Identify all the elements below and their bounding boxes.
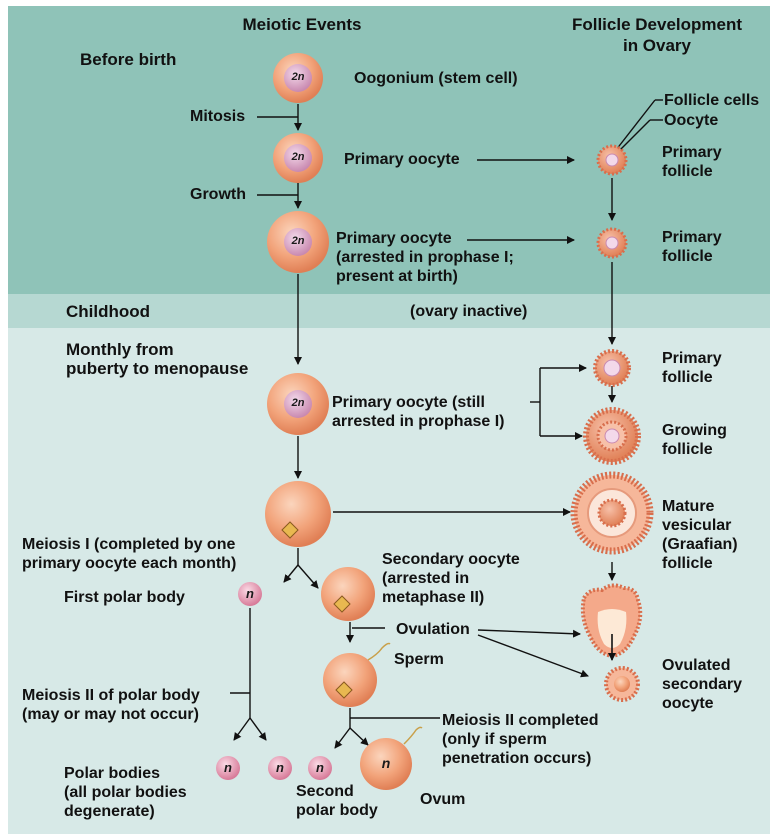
meiosis-two-polar-label: Meiosis II of polar body (may or may not… [22, 687, 200, 723]
primary-follicle-1 [596, 144, 628, 176]
section-before-birth: Before birth [80, 50, 177, 69]
polar-body-cell-1 [216, 756, 240, 780]
primary-follicle-3 [593, 349, 631, 387]
sperm-label: Sperm [394, 651, 444, 668]
section-monthly: Monthly from puberty to menopause [66, 340, 249, 378]
primary-oocyte-cell [273, 133, 323, 183]
oogonium-cell [273, 53, 323, 103]
primary-oocyte-arrested-cell [267, 211, 329, 273]
mitosis-label: Mitosis [190, 108, 246, 125]
first-polar-body-label: First polar body [64, 589, 185, 606]
second-polar-body-label: Second polar body [296, 783, 378, 819]
growing-follicle [583, 407, 641, 465]
primary-oocyte-still-arrested-cell [267, 373, 329, 435]
primary-oocyte-still-label: Primary oocyte (still arrested in propha… [332, 394, 505, 430]
primary-oocyte-label: Primary oocyte [344, 151, 460, 168]
primary-follicle-2 [596, 227, 628, 259]
meiosis-one-oocyte-cell [265, 481, 331, 547]
growth-label: Growth [190, 186, 246, 203]
oogonium-label: Oogonium (stem cell) [354, 70, 518, 87]
mature-follicle-label: Mature vesicular (Graafian) follicle [662, 498, 738, 572]
ruptured-follicle [580, 583, 643, 661]
ovum-label: Ovum [420, 791, 466, 808]
primary-follicle-label-1: Primary follicle [662, 144, 722, 180]
ploidy-n-polar-1: n [224, 760, 232, 775]
meiosis-one-label: Meiosis I (completed by one primary oocy… [22, 536, 237, 572]
ploidy-n-polar-2: n [276, 760, 284, 775]
primary-follicle-label-2: Primary follicle [662, 229, 722, 265]
ovulation-label: Ovulation [396, 621, 470, 638]
band-childhood [8, 294, 770, 328]
first-polar-body-cell [238, 582, 262, 606]
section-childhood: Childhood [66, 302, 151, 321]
ploidy-n-first-polar: n [246, 586, 254, 601]
primary-oocyte-arrested-label: Primary oocyte (arrested in prophase I; … [336, 230, 514, 285]
ploidy-2n-oogonium: 2n [291, 71, 305, 83]
mature-vesicular-follicle [570, 471, 654, 555]
band-before-birth [8, 6, 770, 294]
follicle-development-header: Follicle Development in Ovary [571, 15, 743, 55]
follicle-cells-label: Follicle cells [664, 92, 760, 109]
secondary-oocyte-label: Secondary oocyte (arrested in metaphase … [382, 551, 520, 606]
ovum-cell [360, 726, 423, 790]
oocyte-with-sperm-cell [323, 642, 391, 707]
ovary-inactive-label: (ovary inactive) [410, 303, 528, 320]
ploidy-2n-primary: 2n [291, 151, 305, 163]
polar-bodies-label: Polar bodies (all polar bodies degenerat… [64, 765, 187, 820]
ovulated-secondary-oocyte [604, 666, 640, 702]
polar-body-cell-2 [268, 756, 292, 780]
secondary-oocyte-cell [321, 567, 375, 621]
meiotic-events-header: Meiotic Events [242, 15, 362, 34]
growing-follicle-label: Growing follicle [662, 422, 727, 458]
ploidy-n-second-polar: n [316, 760, 324, 775]
ploidy-2n-arrested: 2n [291, 235, 305, 247]
meiosis-two-completed-label: Meiosis II completed (only if sperm pene… [442, 712, 599, 767]
ploidy-n-ovum: n [381, 755, 391, 771]
primary-follicle-label-3: Primary follicle [662, 350, 722, 386]
ploidy-2n-still-arrested: 2n [291, 397, 305, 409]
ovulated-oocyte-label: Ovulated secondary oocyte [662, 657, 743, 712]
second-polar-body-cell [308, 756, 332, 780]
oocyte-label: Oocyte [664, 112, 719, 129]
left-column-arrows [230, 99, 663, 749]
